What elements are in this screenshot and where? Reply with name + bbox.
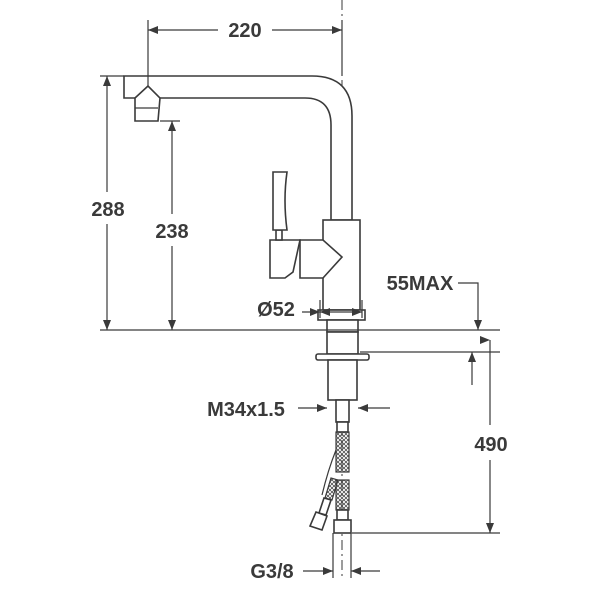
mounting-nut (327, 359, 358, 401)
mounting-assembly (308, 331, 370, 534)
washer (315, 353, 370, 361)
dim-spout-reach: 220 (228, 20, 261, 42)
dim-spout-height: 238 (155, 221, 188, 243)
lever-base (269, 239, 301, 279)
hose-main-lower (335, 479, 350, 511)
hose-main-upper (335, 431, 350, 473)
dim-hose-connection: G3/8 (250, 561, 293, 583)
dim-hose-length: 490 (474, 434, 507, 456)
dim-total-height: 288 (91, 199, 124, 221)
lever-hub (299, 239, 344, 279)
dim-countertop-thickness: 55MAX (387, 273, 454, 295)
faucet-body (123, 75, 366, 333)
aerator (134, 84, 161, 122)
lever-handle (272, 171, 288, 231)
dim-shank-thread: M34x1.5 (207, 399, 285, 421)
hose-nut-secondary (308, 510, 329, 532)
hose-nut-main (333, 519, 352, 534)
dim-base-diameter: Ø52 (257, 299, 295, 321)
